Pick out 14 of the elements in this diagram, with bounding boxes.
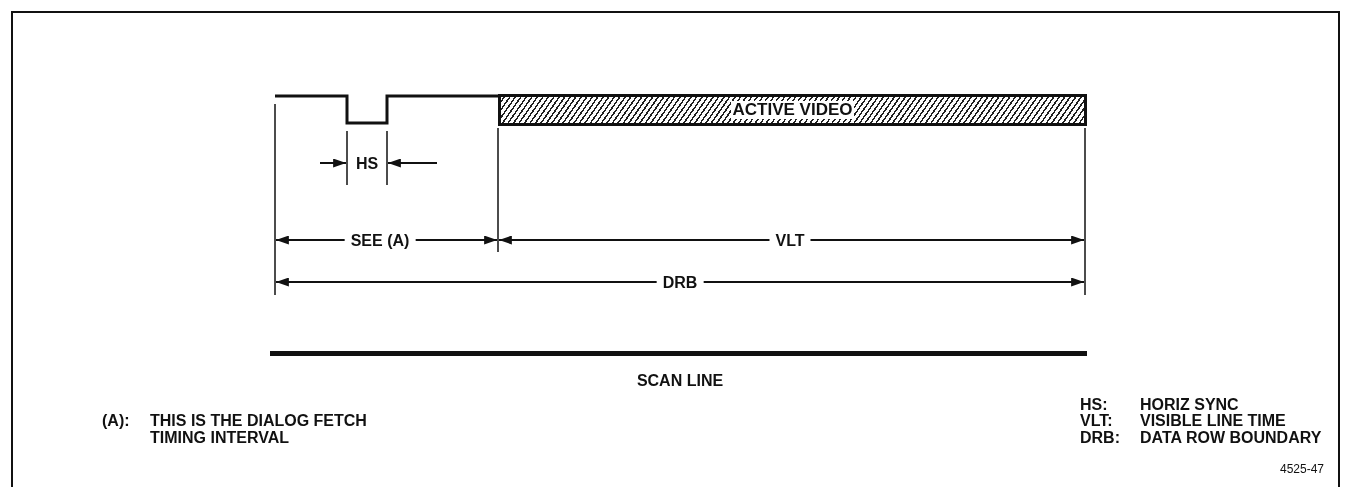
- dimension-label: DRB: [656, 273, 704, 291]
- legend-definition: HORIZ SYNC: [1140, 396, 1239, 413]
- note-marker: (A):: [102, 412, 130, 429]
- legend-abbreviation: DRB:: [1080, 429, 1120, 446]
- legend-definition: VISIBLE LINE TIME: [1140, 412, 1286, 429]
- bar-label: ACTIVE VIDEO: [730, 101, 855, 119]
- legend-definition: DATA ROW BOUNDARY: [1140, 429, 1322, 446]
- legend-abbreviation: HS:: [1080, 396, 1108, 413]
- figure-number: 4525-47: [1280, 461, 1325, 478]
- note-text: THIS IS THE DIALOG FETCH TIMING INTERVAL: [150, 412, 368, 446]
- hatched-bar: [498, 94, 1087, 126]
- dimension-label: VLT: [769, 231, 811, 249]
- dimension-label: SEE (A): [344, 231, 416, 249]
- legend-abbreviation: VLT:: [1080, 412, 1113, 429]
